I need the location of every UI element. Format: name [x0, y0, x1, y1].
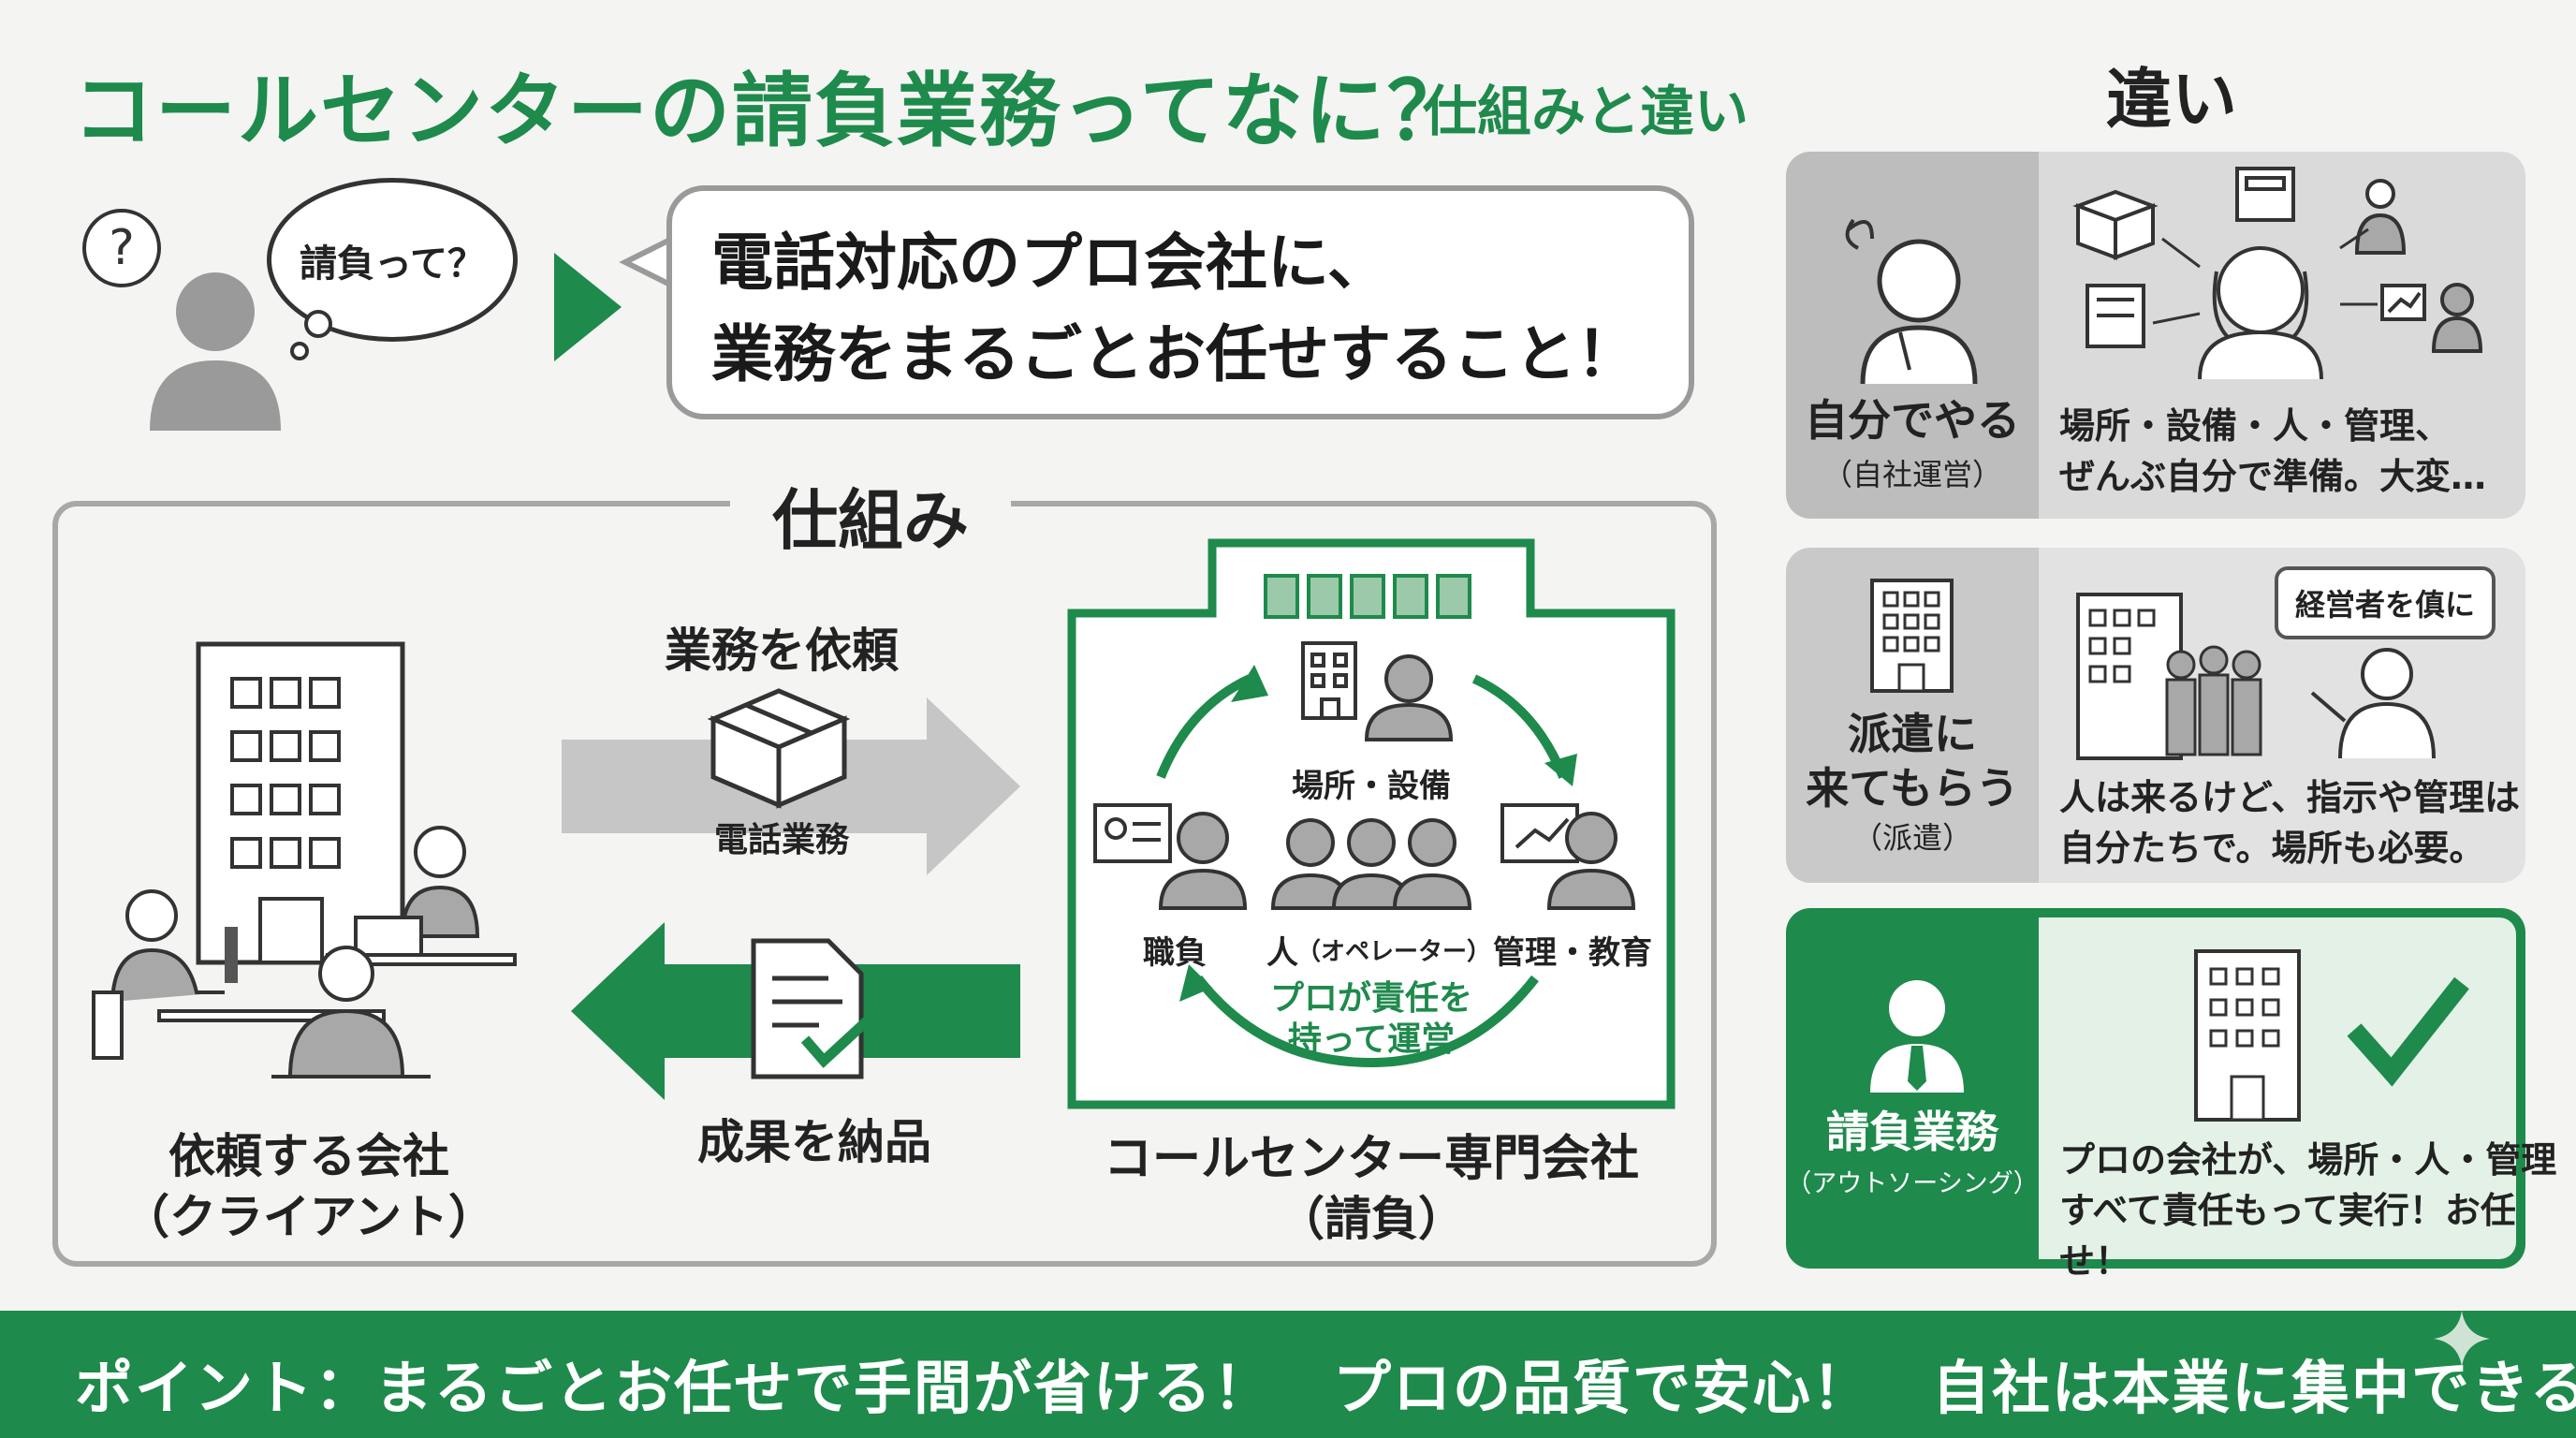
dispatch-speech-bubble: 経営者を傎に [2275, 566, 2496, 639]
staff-icon [1093, 803, 1248, 910]
definition-box [666, 185, 1694, 419]
diff-self-desc: 場所・設備・人・管理、 ぜんぶ自分で準備。大変… [2059, 405, 2487, 497]
cycle-people-sub: （オペレーター） [1296, 938, 1492, 966]
vendor-building [1067, 538, 1676, 1109]
diff-outsourcing-desc: プロの会社が、場所・人・管理 すべて責任もって実行！お任せ！ [2059, 1139, 2557, 1282]
overwhelmed-illustration [2072, 167, 2483, 380]
document-check-icon [751, 938, 874, 1079]
cycle-staff: 職負 [1143, 934, 1207, 972]
package-icon [707, 688, 851, 809]
client-sub: （クライアント） [123, 1190, 495, 1244]
diff-dispatch-title: 派遣に 来てもらう [1806, 709, 2019, 814]
page-title: コールセンターの請負業務ってなに？ [73, 65, 1470, 158]
cycle-management: 管理・教育 [1493, 934, 1652, 972]
management-icon [1500, 803, 1636, 910]
vendor-sub: （請負） [1278, 1192, 1465, 1246]
differences-title: 違い [2106, 61, 2237, 138]
diff-dispatch-sub: （派遣） [1852, 820, 1972, 856]
worker-icon [271, 946, 431, 1078]
svg-text:?: ? [109, 220, 135, 276]
person-icon [150, 272, 281, 431]
diff-self-sub: （自社運営） [1822, 457, 2002, 492]
footer-text: ポイント：まるごとお任せで手間が省ける！ プロの品質で安心！ 自社は本業に集中で… [75, 1354, 2576, 1422]
definition-text: 電話対応のプロ会社に、 業務をまるごとお任せすること！ [711, 227, 1638, 390]
diff-outsourcing-sub: （アウトソーシング） [1786, 1169, 2039, 1198]
place-icon [1301, 641, 1454, 741]
sparkle-icon [2434, 1311, 2490, 1367]
request-label: 業務を依頼 [665, 624, 899, 678]
business-person-icon [1870, 980, 1964, 1093]
vendor-name: コールセンター専門会社 [1103, 1131, 1639, 1187]
client-name: 依頼する会社 [168, 1129, 449, 1183]
diff-self-title: 自分でやる [1805, 395, 2020, 446]
mechanism-title: 仕組み [730, 468, 1011, 563]
play-arrow-icon [554, 253, 622, 361]
deliver-label: 成果を納品 [697, 1115, 931, 1169]
footer-bar [0, 1311, 2576, 1438]
question-circle-icon: ? [82, 209, 161, 287]
worker-icon [326, 826, 517, 966]
thought-bubble: 請負って？ [267, 178, 518, 342]
thought-dots-icon [290, 310, 332, 360]
worker-icon [92, 889, 386, 1060]
diff-dispatch-desc: 人は来るけど、指示や管理は 自分たちで。場所も必要。 [2059, 777, 2521, 869]
cycle-place: 場所・設備 [1292, 768, 1451, 805]
building-icon [1870, 579, 1954, 693]
building-check-illustration [2194, 949, 2469, 1122]
client-office-illustration [92, 641, 517, 1078]
dispatch-illustration [2076, 593, 2436, 760]
page-subtitle: 仕組みと違い [1423, 80, 1749, 143]
package-label: 電話業務 [713, 821, 849, 859]
worried-person-icon [1845, 218, 1978, 385]
cycle-people: 人 [1266, 934, 1298, 972]
cycle-responsibility: プロが責任を 持って運営 [1269, 979, 1472, 1059]
operators-icon [1270, 818, 1472, 910]
diff-outsourcing-title: 請負業務 [1826, 1107, 1998, 1157]
